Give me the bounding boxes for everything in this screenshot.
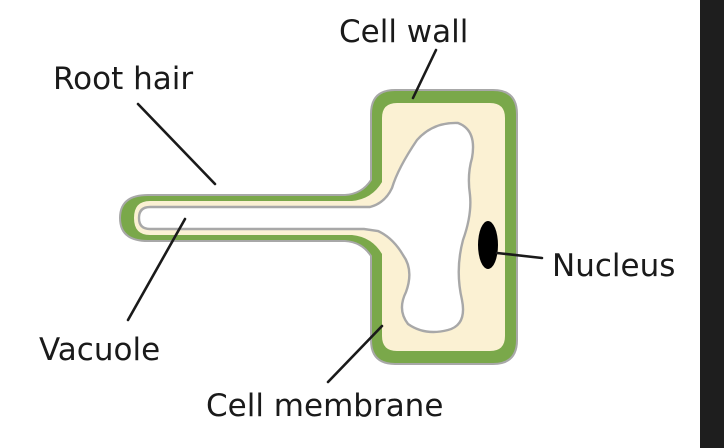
cell-membrane-leader-line [326, 324, 384, 384]
root-hair-cell-diagram: Cell wall Root hair Nucleus Vacuole Cell… [39, 14, 675, 424]
nucleus-leader-line [495, 251, 544, 260]
cell-membrane-label: Cell membrane [206, 388, 443, 424]
root-hair-leader-line [136, 102, 217, 186]
vacuole-shape [137, 121, 475, 334]
cell-wall-leader-line [411, 48, 438, 100]
dark-edge-strip [700, 0, 724, 448]
nucleus-shape [478, 221, 498, 269]
cell-wall-label: Cell wall [339, 14, 468, 50]
nucleus-label: Nucleus [552, 248, 675, 284]
root-hair-label: Root hair [53, 61, 193, 97]
vacuole-leader-line [126, 217, 187, 322]
vacuole-label: Vacuole [39, 332, 160, 368]
